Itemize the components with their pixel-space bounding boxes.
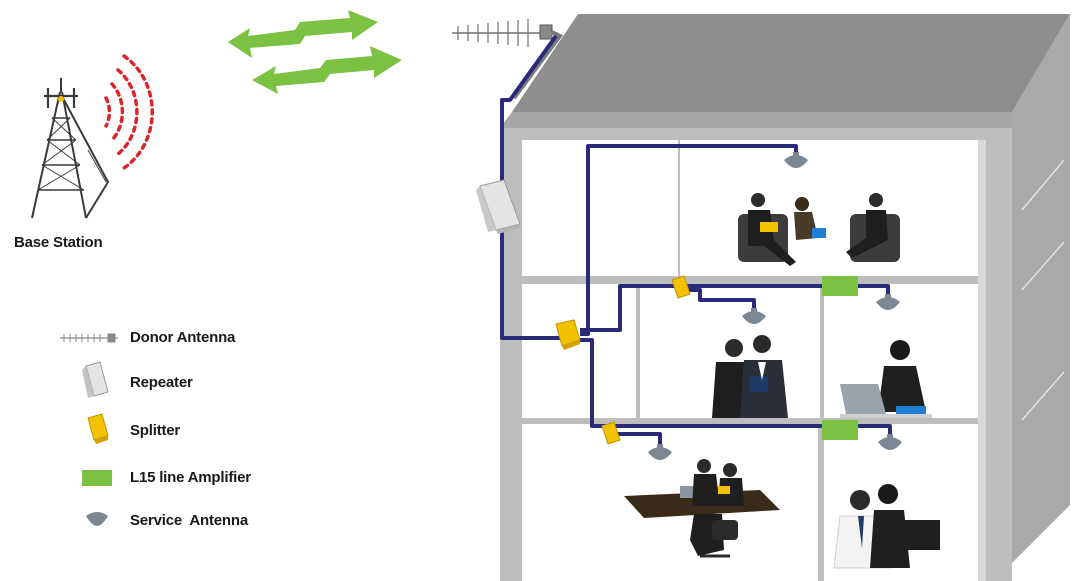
splitter-main-icon	[555, 319, 581, 350]
people-conference-illustration	[624, 459, 780, 558]
service-antenna-icon	[648, 444, 672, 460]
legend-label-service-antenna: Service Antenna	[130, 512, 248, 529]
people-meeting-illustration	[712, 335, 788, 418]
legend-label-repeater: Repeater	[130, 374, 193, 391]
legend-label-splitter: Splitter	[130, 422, 181, 439]
people-computer-illustration	[833, 484, 940, 569]
person-laptop-illustration	[840, 340, 932, 418]
building	[500, 14, 1070, 581]
cable-network	[500, 34, 892, 446]
legend-splitter-icon	[87, 413, 109, 444]
legend-label-amplifier: L15 line Amplifier	[130, 469, 251, 486]
legend-label-donor-antenna: Donor Antenna	[130, 329, 236, 346]
donor-antenna-icon	[452, 19, 564, 100]
amplifier-floor2-icon	[822, 276, 858, 296]
people-lounge-illustration	[738, 193, 900, 266]
repeater-icon	[476, 179, 521, 234]
legend-service-antenna-icon	[86, 512, 108, 526]
legend-repeater-icon	[82, 361, 109, 398]
base-station-tower-icon	[31, 78, 110, 219]
base-station-label: Base Station	[14, 234, 103, 251]
signal-arrows-icon	[228, 10, 402, 94]
splitter-floor2-icon	[671, 275, 691, 299]
radio-waves-icon	[104, 54, 154, 170]
service-antenna-icon	[878, 434, 902, 450]
service-antenna-icon	[784, 152, 808, 168]
service-antenna-icon	[742, 308, 766, 324]
service-antenna-icon	[876, 294, 900, 310]
splitter-floor3-icon	[601, 421, 621, 445]
legend-donor-antenna-icon	[60, 333, 118, 343]
legend-amplifier-icon	[82, 470, 112, 486]
amplifier-floor3-icon	[822, 420, 858, 440]
